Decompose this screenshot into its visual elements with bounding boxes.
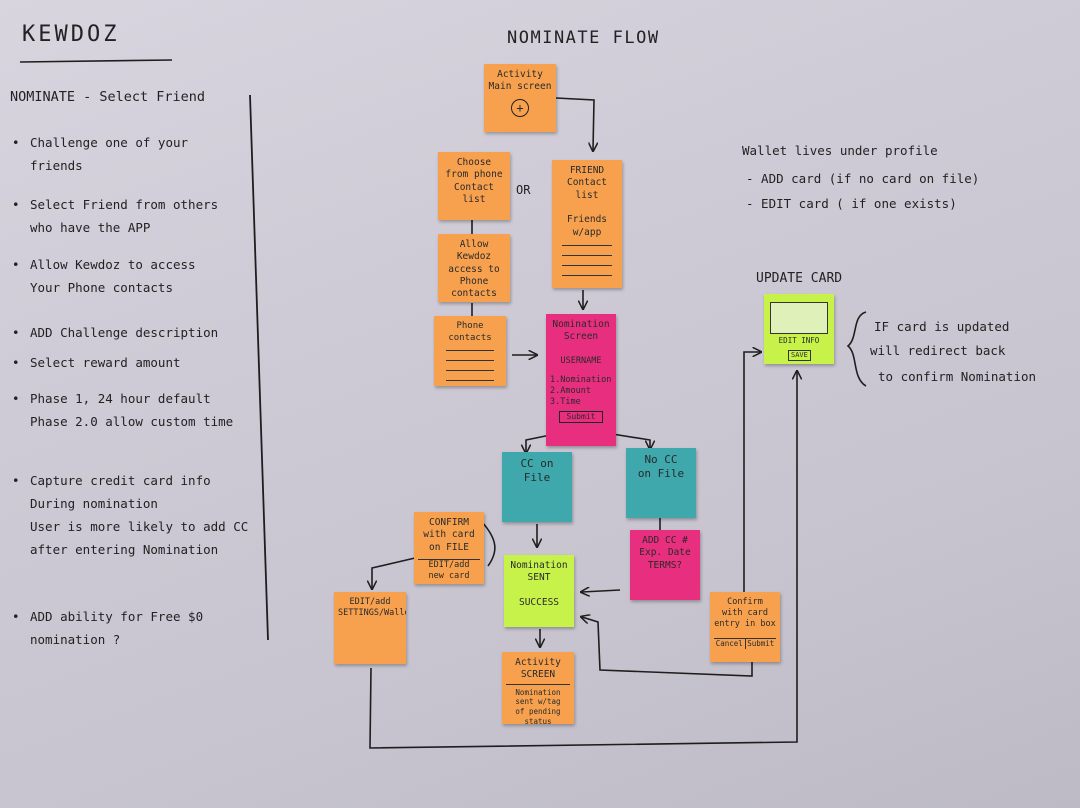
friend-list-note: FRIEND Contact list Friends w/app xyxy=(552,160,622,288)
confirm-entry-label: Confirm with card entry in box xyxy=(714,597,776,630)
requirement-line: Capture credit card info xyxy=(30,473,211,488)
phone-contacts-label: Phone contacts xyxy=(448,321,492,343)
wallet-note-line1: Wallet lives under profile xyxy=(742,143,938,158)
confirm-entry-note: Confirm with card entry in box Cancel Su… xyxy=(710,592,780,662)
requirement-line: after entering Nomination xyxy=(30,542,219,557)
list-line-icon xyxy=(446,370,494,380)
allow-kewdoz-note: Allow Kewdoz access to Phone contacts xyxy=(438,234,510,302)
allow-kewdoz-label: Allow Kewdoz access to Phone contacts xyxy=(448,239,500,300)
app-title: KEWDOZ xyxy=(22,22,120,47)
requirement-line: friends xyxy=(30,158,83,173)
bullet-icon: • xyxy=(12,325,20,340)
list-line-icon xyxy=(562,245,612,255)
list-line-icon xyxy=(446,350,494,360)
or-label: OR xyxy=(516,183,531,197)
update-card-note-line1: IF card is updated xyxy=(874,319,1010,334)
card-outline-icon xyxy=(770,302,828,334)
wallet-note-line3: - EDIT card ( if one exists) xyxy=(746,196,957,211)
username-field: USERNAME xyxy=(560,355,602,366)
requirement-line: Select Friend from others xyxy=(30,197,219,212)
bullet-icon: • xyxy=(12,355,20,370)
requirement-line: nomination ? xyxy=(30,632,121,647)
cancel-button[interactable]: Cancel xyxy=(714,639,746,649)
requirement-line: Your Phone contacts xyxy=(30,280,173,295)
edit-settings-wallet-note: EDIT/add SETTINGS/Wallet xyxy=(334,592,406,664)
requirement-line: ADD ability for Free $0 xyxy=(30,609,204,624)
update-card-note-line2: will redirect back xyxy=(870,343,1006,358)
requirement-line: Phase 2.0 allow custom time xyxy=(30,414,234,429)
requirement-line: User is more likely to add CC xyxy=(30,519,249,534)
requirement-line: During nomination xyxy=(30,496,158,511)
bullet-icon: • xyxy=(12,609,20,624)
wallet-note-line2: - ADD card (if no card on file) xyxy=(746,171,980,186)
bullet-icon: • xyxy=(12,257,20,272)
add-cc-label: ADD CC # Exp. Date TERMS? xyxy=(639,535,691,571)
submit-button[interactable]: Submit xyxy=(559,410,603,424)
nomination-sent-label: Nomination SENT SUCCESS xyxy=(510,560,568,609)
update-card-note-line3: to confirm Nomination xyxy=(878,369,1037,384)
list-line-icon xyxy=(446,360,494,370)
bullet-icon: • xyxy=(12,473,20,488)
cc-on-file-label: CC on File xyxy=(520,457,554,485)
nomination-fields: 1.Nomination 2.Amount 3.Time xyxy=(550,374,612,407)
requirement-line: Allow Kewdoz to access xyxy=(30,257,196,272)
add-cc-note: ADD CC # Exp. Date TERMS? xyxy=(630,530,700,600)
requirement-line: ADD Challenge description xyxy=(30,325,219,340)
no-cc-label: No CC on File xyxy=(637,453,685,481)
list-line-icon xyxy=(562,255,612,265)
activity-main-screen-note: Activity Main screen + xyxy=(484,64,556,132)
edit-settings-label: EDIT/add SETTINGS/Wallet xyxy=(338,597,406,619)
list-line-icon xyxy=(562,275,612,285)
nomination-screen-label: Nomination Screen xyxy=(552,319,610,343)
choose-contact-note: Choose from phone Contact list xyxy=(438,152,510,220)
bullet-icon: • xyxy=(12,197,20,212)
activity-screen-label: Activity SCREEN xyxy=(506,657,570,685)
update-card-title: UPDATE CARD xyxy=(756,271,843,286)
confirm-entry-buttons: Cancel Submit xyxy=(714,638,776,649)
choose-contact-label: Choose from phone Contact list xyxy=(445,157,503,206)
list-line-icon xyxy=(446,380,494,386)
nomination-sent-note: Nomination SENT SUCCESS xyxy=(504,555,574,627)
confirm-card-note: CONFIRM with card on FILE EDIT/add new c… xyxy=(414,512,484,584)
confirm-card-label: CONFIRM with card on FILE xyxy=(423,517,475,553)
edit-add-card-label: EDIT/add new card xyxy=(418,559,480,582)
add-circle-icon: + xyxy=(511,98,529,117)
list-line-icon xyxy=(562,265,612,275)
no-cc-note: No CC on File xyxy=(626,448,696,518)
phone-contacts-note: Phone contacts xyxy=(434,316,506,386)
requirement-line: who have the APP xyxy=(30,220,151,235)
requirement-line: Phase 1, 24 hour default xyxy=(30,391,211,406)
requirement-line: Challenge one of your xyxy=(30,135,189,150)
edit-info-label: EDIT INFO xyxy=(778,336,820,345)
activity-screen-note: Activity SCREEN Nomination sent w/tag of… xyxy=(502,652,574,724)
activity-screen-sub: Nomination sent w/tag of pending status xyxy=(515,687,561,724)
nomination-screen-note: Nomination Screen USERNAME 1.Nomination … xyxy=(546,314,616,446)
bullet-icon: • xyxy=(12,391,20,406)
cc-on-file-note: CC on File xyxy=(502,452,572,522)
activity-main-label: Activity Main screen xyxy=(488,69,552,93)
requirement-line: Select reward amount xyxy=(30,355,181,370)
bullet-icon: • xyxy=(12,135,20,150)
confirm-submit-button[interactable]: Submit xyxy=(747,639,775,649)
left-panel-heading: NOMINATE - Select Friend xyxy=(10,89,206,105)
friend-list-label: FRIEND Contact list Friends w/app xyxy=(566,165,608,238)
flow-title: NOMINATE FLOW xyxy=(507,28,660,48)
update-card-note: EDIT INFO SAVE xyxy=(764,294,834,364)
save-button[interactable]: SAVE xyxy=(788,350,811,362)
